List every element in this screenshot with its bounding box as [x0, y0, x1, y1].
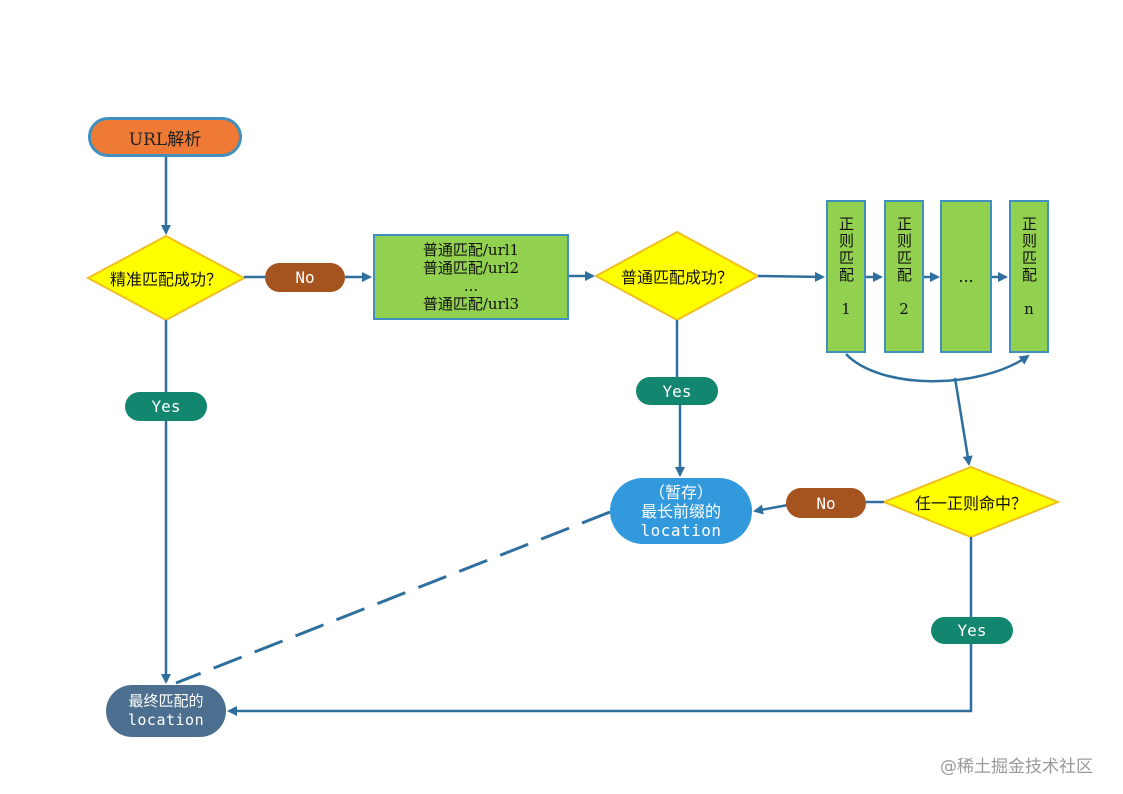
final-location-node: 最终匹配的 location: [106, 685, 226, 737]
any-regex-diamond: [881, 465, 1061, 539]
url-list-item: 普通匹配/url1: [422, 241, 520, 259]
regex-block-label: 正则匹配: [895, 216, 913, 284]
edge-normal-to-regex: [757, 271, 825, 282]
temp-prefix-location-node: （暂存） 最长前缀的 location: [610, 478, 752, 544]
normal-match-diamond: [593, 230, 761, 322]
url-list-item: 普通匹配/url3: [422, 295, 520, 313]
edge-curve-to-any-regex: [953, 377, 973, 466]
exact-yes-label: Yes: [125, 392, 207, 421]
watermark-text: @稀土掘金技术社区: [940, 757, 1093, 777]
temp-prefix-line: location: [640, 520, 722, 540]
regex-block-label: 正则匹配: [837, 216, 855, 284]
start-label: URL解析: [128, 129, 202, 150]
regex-block-n: 正则匹配 n: [1009, 200, 1049, 353]
exact-match-diamond: [85, 234, 247, 322]
regex-yes-label: Yes: [931, 617, 1013, 644]
edge-regex1-curve-to-regexn: [845, 353, 1030, 383]
regex-block-index: n: [1024, 300, 1034, 318]
temp-prefix-line: （暂存）: [648, 482, 713, 502]
url-list-ellipsis: ...: [463, 277, 479, 295]
regex-no-label: No: [786, 488, 866, 518]
url-list-item: 普通匹配/url2: [422, 259, 520, 277]
edge-any-yes-to-final: [227, 537, 973, 716]
regex-block-label: 正则匹配: [1020, 216, 1038, 284]
regex-block-2: 正则匹配 2: [884, 200, 924, 353]
final-line: location: [127, 711, 205, 729]
regex-ellipsis-label: ...: [958, 267, 974, 286]
temp-prefix-line: 最长前缀的: [640, 501, 721, 521]
url-list-box: 普通匹配/url1 普通匹配/url2 ... 普通匹配/url3: [373, 234, 569, 320]
regex-block-1: 正则匹配 1: [826, 200, 866, 353]
regex-block-index: 1: [841, 300, 851, 318]
edge-temp-to-final-dashed: [175, 510, 611, 685]
normal-yes-label: Yes: [636, 377, 718, 405]
regex-block-index: 2: [899, 300, 909, 318]
edge-no-to-temp: [753, 503, 789, 515]
regex-block-ellipsis: ...: [940, 200, 992, 353]
final-line: 最终匹配的: [128, 692, 204, 710]
start-node: URL解析: [88, 117, 242, 157]
exact-no-label: No: [265, 263, 345, 292]
